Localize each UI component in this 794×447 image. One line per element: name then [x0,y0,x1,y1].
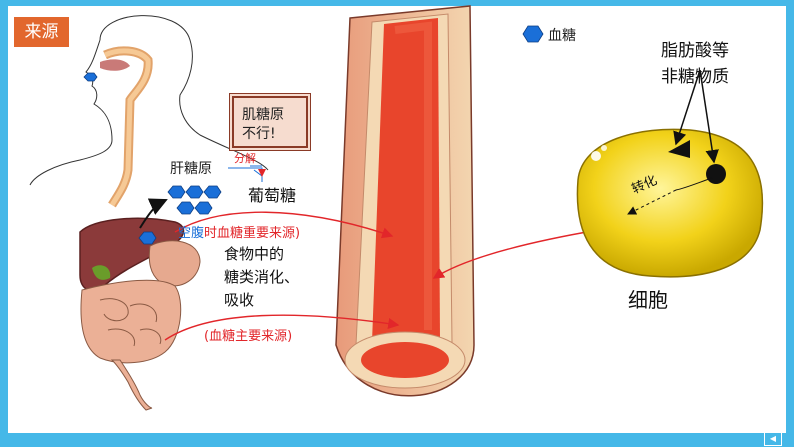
bottom-bar: ◀ [0,432,794,447]
right-border [786,0,794,447]
digestion-line2: 糖类消化、 [224,268,300,286]
legend-blood-sugar-label: 血糖 [548,28,576,44]
muscle-glycogen-note: 肌糖原 不行! [232,96,308,148]
cell-label: 细胞 [628,288,668,312]
source-tag: 来源 [14,17,69,47]
muscle-note-line1: 肌糖原 [242,107,284,123]
fatty-acid-line1: 脂肪酸等 [661,41,729,61]
top-border [0,0,794,6]
blood-vessel [335,5,475,397]
muscle-note-line2: 不行! [242,126,276,142]
decompose-label: 分解 [234,152,256,165]
fasting-prefix: 空腹 [178,226,205,241]
esophagus [100,46,153,208]
fatty-acid-line2: 非糖物质 [661,67,729,87]
body-outline [29,15,269,186]
digestion-line3: 吸收 [224,291,255,309]
intestines [80,279,182,411]
fasting-suffix: 时血糖重要来源) [204,226,301,241]
fasting-source-label: 空腹时血糖重要来源) [178,222,300,241]
left-border [0,0,8,447]
digestion-line1: 食物中的 [224,245,285,263]
liver-glycogen-label: 肝糖原 [170,161,212,177]
glucose-label: 葡萄糖 [248,186,297,205]
stomach [148,240,201,287]
main-source-label: (血糖主要来源) [204,329,293,344]
cell [576,69,764,278]
prev-slide-button[interactable]: ◀ [764,432,782,446]
